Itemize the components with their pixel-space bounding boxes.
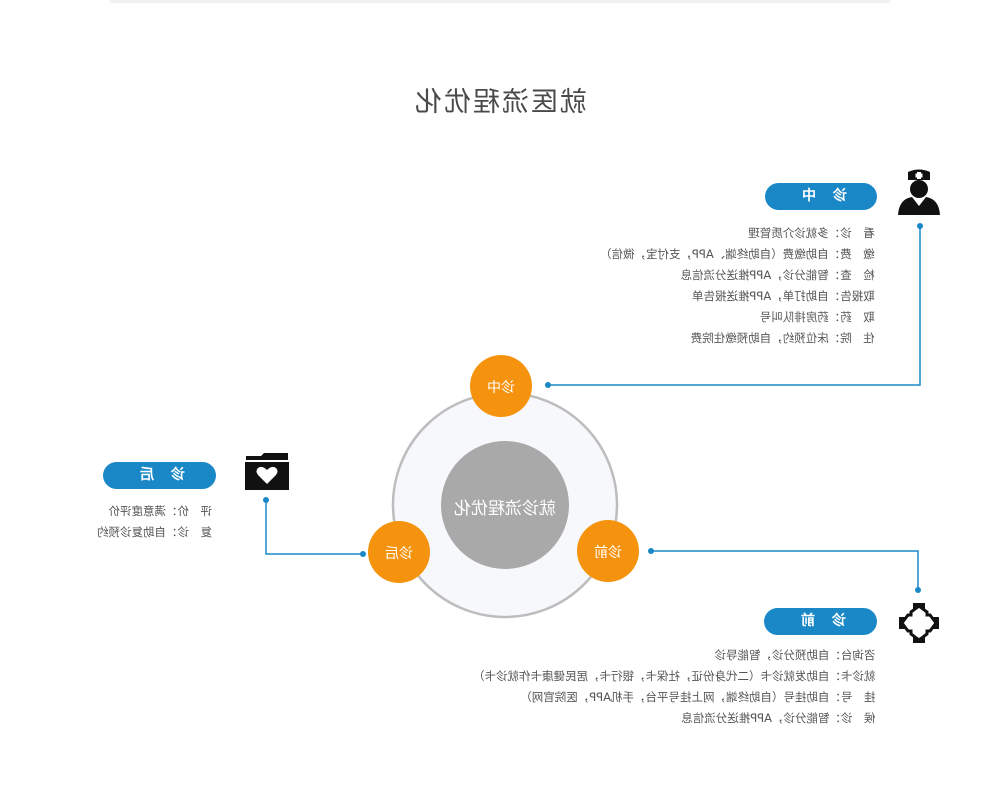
list-item: 候 诊：智能分诊，APP推送分流信息 <box>680 711 875 725</box>
connector-during <box>548 226 921 386</box>
before-list: 咨询台：自助预分诊，智能导诊 就诊卡：自助发就诊卡（二代身份证，社保卡，银行卡，… <box>473 645 876 729</box>
during-header: 诊 中 <box>765 183 877 210</box>
before-header: 诊 前 <box>764 608 877 635</box>
connector-before <box>651 550 919 590</box>
node-after-label: 诊后 <box>385 546 413 562</box>
list-item: 缴 费：自助缴费（自助终端、APP，支付宝，微信） <box>600 247 875 261</box>
list-item: 就诊卡：自助发就诊卡（二代身份证，社保卡，银行卡，居民健康卡作就诊卡） <box>472 669 876 683</box>
list-item: 复 诊：自助复诊预约 <box>97 525 212 539</box>
heart-folder-icon <box>245 453 289 490</box>
node-before-label: 诊前 <box>594 545 622 561</box>
list-item: 咨询台：自助预分诊，智能导诊 <box>714 648 875 662</box>
top-divider <box>110 0 890 3</box>
list-item: 评 价：满意度评价 <box>108 504 213 518</box>
after-list: 评 价：满意度评价 复 诊：自助复诊预约 <box>97 501 212 543</box>
node-during-circle <box>470 355 532 417</box>
center-circle <box>441 441 569 569</box>
during-list: 看 诊：多就诊介质管理 缴 费：自助缴费（自助终端、APP，支付宝，微信） 检 … <box>600 223 875 349</box>
list-item: 检 查：智能分诊，APP推送分流信息 <box>680 268 875 282</box>
medical-cross-icon <box>899 603 939 643</box>
list-item: 取 药：药房排队叫号 <box>760 310 875 324</box>
connector-after <box>265 500 363 555</box>
node-before-circle <box>577 520 639 582</box>
node-during-label: 诊中 <box>487 380 515 396</box>
center-label: 就诊流程优化 <box>454 499 556 519</box>
list-item: 挂 号：自助挂号（自助终端，网上挂号平台，手机APP，医院官网） <box>519 690 875 704</box>
list-item: 看 诊：多就诊介质管理 <box>748 226 876 240</box>
after-header: 诊 后 <box>103 462 216 489</box>
nurse-icon <box>898 169 940 215</box>
node-after-circle <box>368 521 430 583</box>
list-item: 住 院：床位预约，自助预缴住院费 <box>691 331 875 345</box>
list-item: 取报告：自助打单，APP推送报告单 <box>692 289 875 303</box>
